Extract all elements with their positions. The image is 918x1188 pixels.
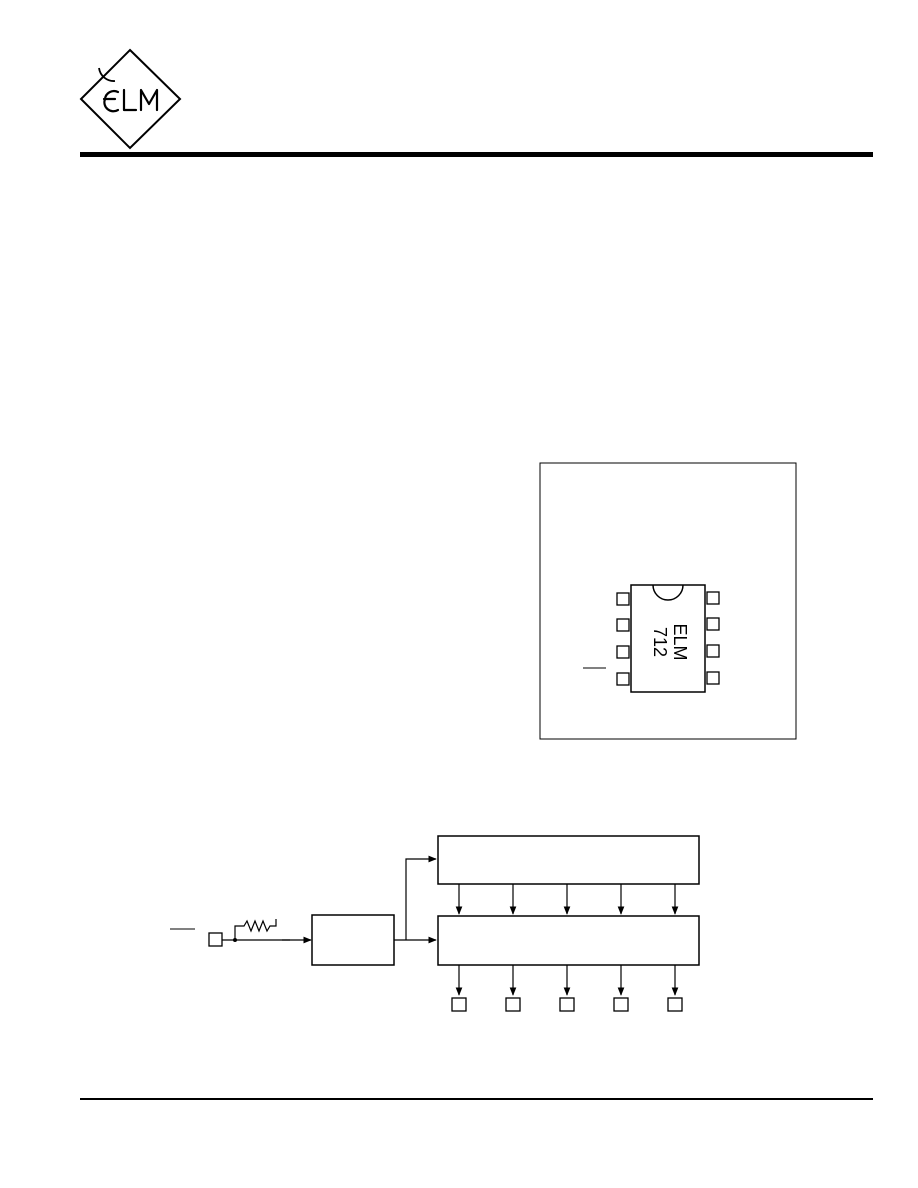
ic-package-body (630, 584, 706, 693)
pull-up-resistor (234, 919, 277, 940)
upper-register-block (437, 835, 700, 885)
logo-diamond (79, 48, 182, 150)
pin-diagram-frame (539, 462, 797, 740)
junction-dot (233, 938, 237, 942)
output-arrows (455, 965, 679, 996)
header-rule (80, 152, 873, 157)
elm-logo (79, 48, 182, 150)
input-pin-terminal (208, 932, 223, 947)
ic-right-pins (706, 591, 720, 685)
logo-notch (98, 67, 116, 82)
inter-block-arrows (455, 884, 679, 915)
footer-rule (80, 1098, 873, 1100)
lower-register-block (437, 915, 700, 966)
chip-marking-part: 712 (650, 627, 670, 657)
branch-wire (405, 855, 437, 940)
ic-notch (652, 584, 684, 601)
output-pin-terminals (451, 997, 683, 1012)
ic-left-pins (616, 592, 630, 686)
input-block (311, 914, 395, 966)
logo-lettering (102, 88, 159, 113)
chip-marking-brand: ELM (670, 623, 690, 660)
